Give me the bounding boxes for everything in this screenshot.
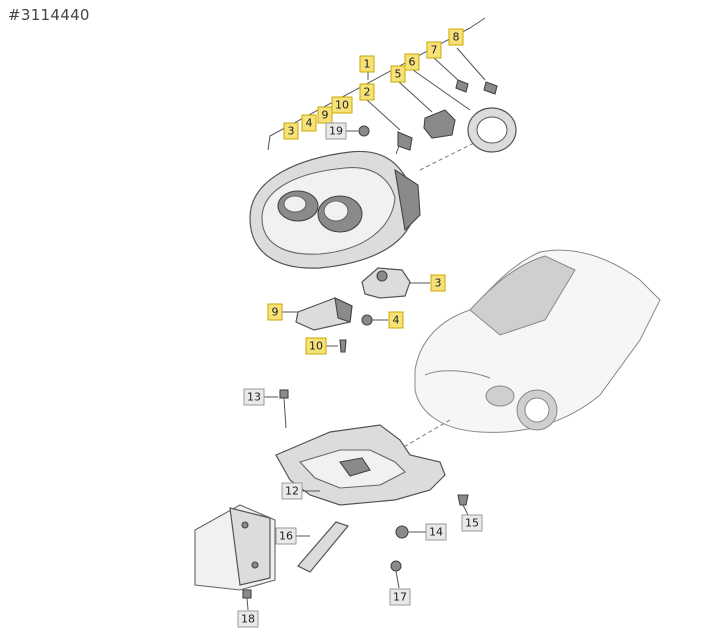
label-16[interactable]: 16 [275, 527, 297, 545]
ballast-module-9[interactable] [282, 297, 353, 331]
headlight-assembly[interactable] [249, 150, 421, 269]
label-12[interactable]: 12 [281, 482, 303, 500]
nut-14[interactable] [395, 525, 426, 539]
label-9-mid[interactable]: 9 [267, 303, 283, 321]
svg-text:7: 7 [431, 44, 438, 57]
svg-text:10: 10 [335, 99, 349, 112]
screw-19[interactable] [346, 125, 370, 137]
label-17[interactable]: 17 [389, 588, 411, 606]
label-10-top[interactable]: 10 [331, 96, 353, 114]
label-5[interactable]: 5 [390, 65, 406, 83]
label-19[interactable]: 19 [325, 122, 347, 140]
svg-text:3: 3 [435, 277, 442, 290]
assembly-bracket-top [267, 17, 486, 151]
screw-4[interactable] [361, 314, 388, 326]
label-3-mid[interactable]: 3 [430, 274, 446, 292]
screw-10[interactable] [326, 339, 347, 353]
svg-text:16: 16 [279, 530, 293, 543]
seal-ring-6[interactable] [412, 69, 517, 153]
label-4-top[interactable]: 4 [301, 114, 317, 132]
svg-text:1: 1 [364, 58, 371, 71]
bulb-8[interactable] [456, 47, 498, 95]
label-10-mid[interactable]: 10 [305, 337, 327, 355]
svg-text:15: 15 [465, 517, 479, 530]
svg-text:4: 4 [306, 117, 313, 130]
label-1[interactable]: 1 [359, 55, 375, 73]
svg-text:5: 5 [395, 68, 402, 81]
label-7[interactable]: 7 [426, 41, 442, 59]
cover-16[interactable] [296, 521, 350, 573]
svg-text:9: 9 [272, 306, 279, 319]
svg-text:13: 13 [247, 391, 261, 404]
bulb-2[interactable] [366, 99, 413, 155]
screw-15[interactable] [457, 494, 469, 516]
svg-text:2: 2 [364, 86, 371, 99]
label-9-top[interactable]: 9 [317, 106, 333, 124]
svg-text:6: 6 [409, 56, 416, 69]
label-6[interactable]: 6 [404, 53, 420, 71]
bolt-13[interactable] [264, 389, 289, 429]
diagram-id: #3114440 [8, 6, 90, 24]
bumper-frame [194, 504, 276, 591]
control-module-3[interactable] [361, 267, 430, 299]
screw-17[interactable] [390, 560, 402, 589]
bracket-12[interactable] [275, 424, 446, 506]
connector-5[interactable] [398, 81, 456, 139]
label-2[interactable]: 2 [359, 83, 375, 101]
svg-text:14: 14 [429, 526, 443, 539]
svg-text:12: 12 [285, 485, 299, 498]
label-8[interactable]: 8 [448, 28, 464, 46]
bulb-7[interactable] [433, 57, 469, 93]
label-14[interactable]: 14 [425, 523, 447, 541]
svg-text:8: 8 [453, 31, 460, 44]
screw-18[interactable] [242, 589, 252, 611]
svg-text:9: 9 [322, 109, 329, 122]
car-illustration [414, 249, 661, 433]
label-4-mid[interactable]: 4 [388, 311, 404, 329]
label-3-top[interactable]: 3 [283, 122, 299, 140]
svg-text:3: 3 [288, 125, 295, 138]
svg-text:4: 4 [393, 314, 400, 327]
svg-text:10: 10 [309, 340, 323, 353]
svg-text:18: 18 [241, 613, 255, 626]
svg-text:19: 19 [329, 125, 343, 138]
svg-text:17: 17 [393, 591, 407, 604]
label-18[interactable]: 18 [237, 610, 259, 628]
label-15[interactable]: 15 [461, 514, 483, 532]
label-13[interactable]: 13 [243, 388, 265, 406]
